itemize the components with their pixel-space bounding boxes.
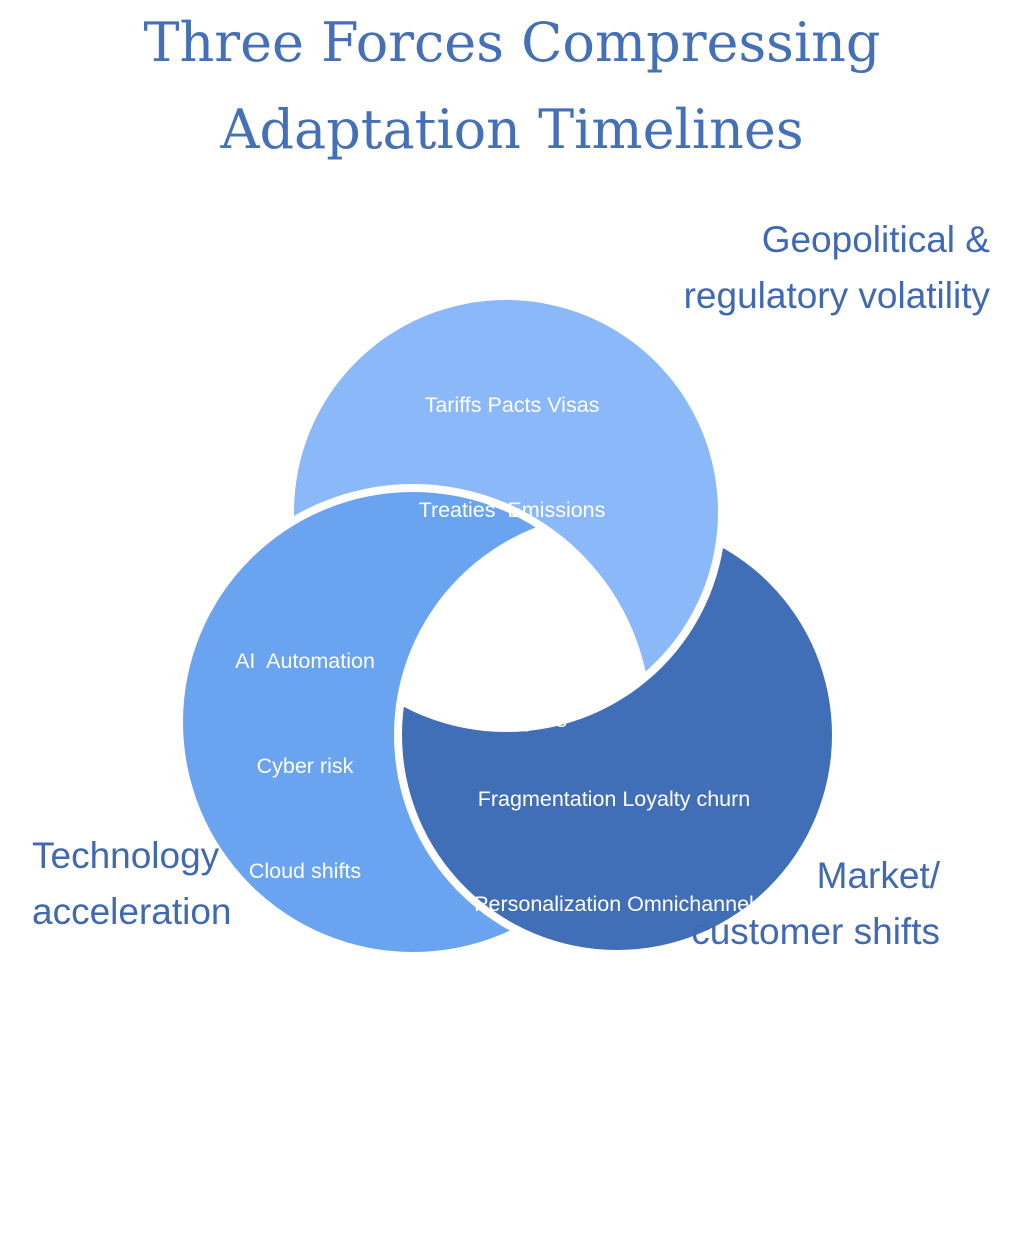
title-line-2: Adaptation Timelines xyxy=(220,98,804,161)
item: Cloud shifts xyxy=(248,859,362,883)
label-line: Technology xyxy=(32,835,220,876)
item: Conflict Threats xyxy=(436,603,588,627)
item: Personalization Omnichannel xyxy=(474,892,754,916)
item: Tariffs Pacts Visas xyxy=(424,393,600,417)
item: Pricing swings Niche entrants xyxy=(472,997,755,1021)
label-line: customer shifts xyxy=(691,911,940,952)
market-label: Market/ customer shifts xyxy=(640,848,940,960)
geopolitical-items: Tariffs Pacts Visas Treaties Emissions C… xyxy=(362,318,662,773)
item: Data velocity xyxy=(243,1069,367,1093)
label-line: acceleration xyxy=(32,891,232,932)
market-shape xyxy=(402,520,832,950)
label-line: Market/ xyxy=(816,855,940,896)
item: Tool sprawl xyxy=(251,964,359,988)
item: Cyber risk xyxy=(256,754,354,778)
item: Treaties Emissions xyxy=(418,498,606,522)
title-line-1: Three Forces Compressing xyxy=(143,11,881,74)
item: Fragmentation Loyalty churn xyxy=(477,787,751,811)
item: Legacy drag xyxy=(245,1174,365,1198)
label-line: regulatory volatility xyxy=(683,275,990,316)
geopolitical-label: Geopolitical & regulatory volatility xyxy=(620,212,990,324)
item: Embargoes xyxy=(457,708,567,732)
technology-label: Technology acceleration xyxy=(32,828,232,940)
item: Speed-to-value xyxy=(541,1102,687,1126)
three-forces-diagram xyxy=(183,300,832,952)
item: AI Automation xyxy=(235,649,375,673)
label-line: Geopolitical & xyxy=(761,219,990,260)
